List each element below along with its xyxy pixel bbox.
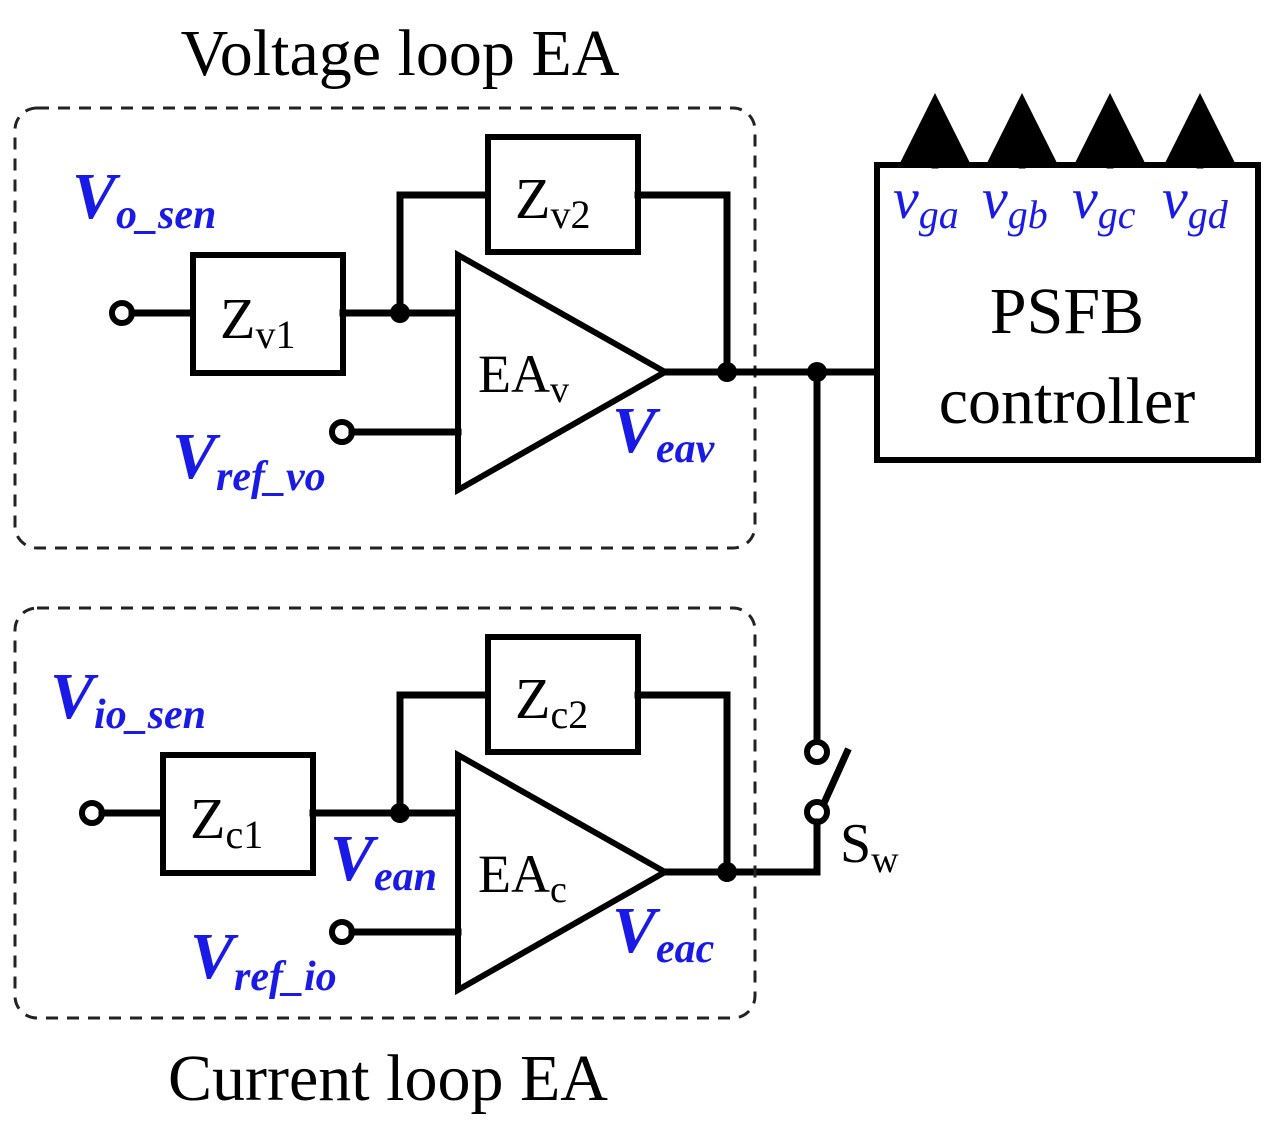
voltage-loop-title: Voltage loop EA <box>181 17 620 90</box>
zc1-label: Zc1 <box>190 786 263 857</box>
current-loop-boundary <box>13 606 757 1020</box>
zv1-label: Zv1 <box>220 286 295 357</box>
ea-v-amplifier <box>455 249 672 496</box>
vo-sen-label: Vo_sen <box>72 160 216 238</box>
zc1-block <box>160 752 316 876</box>
zc2-block <box>485 634 641 755</box>
ea-c-amplifier <box>455 749 672 996</box>
switch-top-contact <box>804 739 830 765</box>
wire-zc2-left <box>396 691 492 817</box>
voltage-loop-boundary <box>13 106 757 550</box>
wire-zv2-left <box>396 191 492 317</box>
current-loop-title: Current loop EA <box>168 1042 608 1115</box>
veac-label: Veac <box>612 894 715 972</box>
node-eav-out <box>717 362 737 382</box>
zc2-label: Zc2 <box>515 666 588 737</box>
wire-zv2-right <box>634 191 731 376</box>
vean-label: Vean <box>330 822 437 900</box>
node-eac-out <box>717 862 737 882</box>
ea-v-label: EAv <box>478 344 569 411</box>
psfb-label: PSFB <box>990 275 1144 348</box>
vgc-label: vgc <box>1072 166 1136 237</box>
vio-sen-label: Vio_sen <box>50 660 206 738</box>
vref-io-label: Vref_io <box>190 920 337 1000</box>
sw-label: Sw <box>840 813 899 881</box>
vgb-label: vgb <box>982 166 1048 237</box>
vref-vo-label: Vref_vo <box>172 420 326 500</box>
wire-zc2-right <box>634 691 731 876</box>
psfb-controller-block <box>874 162 1261 463</box>
zv1-block <box>190 252 346 376</box>
zv2-label: Zv2 <box>515 166 590 237</box>
veav-label: Veav <box>612 394 716 472</box>
vgd-label: vgd <box>1162 166 1229 237</box>
vga-label: vga <box>893 166 959 237</box>
ea-c-label: EAc <box>478 844 567 911</box>
controller-label: controller <box>939 365 1196 438</box>
wire-switch-bottom <box>661 818 821 876</box>
